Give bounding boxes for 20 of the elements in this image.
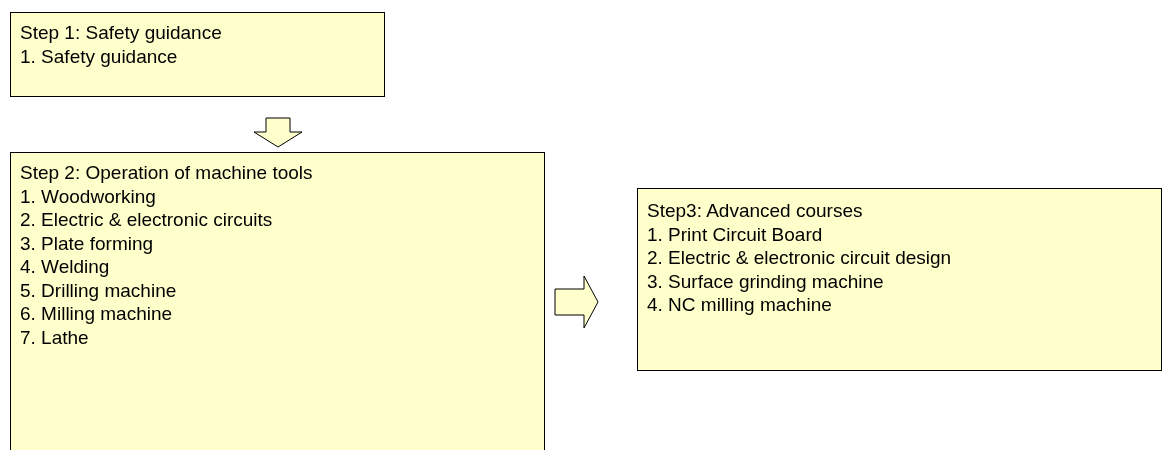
list-item: 1. Print Circuit Board bbox=[647, 222, 824, 246]
step-box bbox=[10, 152, 545, 450]
step-box bbox=[637, 188, 1162, 371]
list-item: 1. Safety guidance bbox=[20, 44, 179, 68]
list-item: 4. NC milling machine bbox=[647, 293, 833, 317]
list-item: 7. Lathe bbox=[20, 325, 90, 349]
block-arrow bbox=[253, 117, 303, 148]
step-heading: Step 2: Operation of machine tools bbox=[20, 161, 314, 185]
list-item: 1. Woodworking bbox=[20, 184, 157, 208]
list-item: 3. Plate forming bbox=[20, 231, 155, 255]
block-arrow bbox=[554, 275, 599, 329]
list-item: 6. Milling machine bbox=[20, 302, 174, 326]
list-item: 4. Welding bbox=[20, 255, 111, 279]
step-heading: Step 1: Safety guidance bbox=[20, 21, 223, 45]
step-box bbox=[10, 12, 385, 97]
list-item: 2. Electric & electronic circuits bbox=[20, 208, 274, 232]
list-item: 5. Drilling machine bbox=[20, 278, 178, 302]
step-heading: Step3: Advanced courses bbox=[647, 199, 864, 223]
list-item: 2. Electric & electronic circuit design bbox=[647, 246, 953, 270]
list-item: 3. Surface grinding machine bbox=[647, 269, 885, 293]
